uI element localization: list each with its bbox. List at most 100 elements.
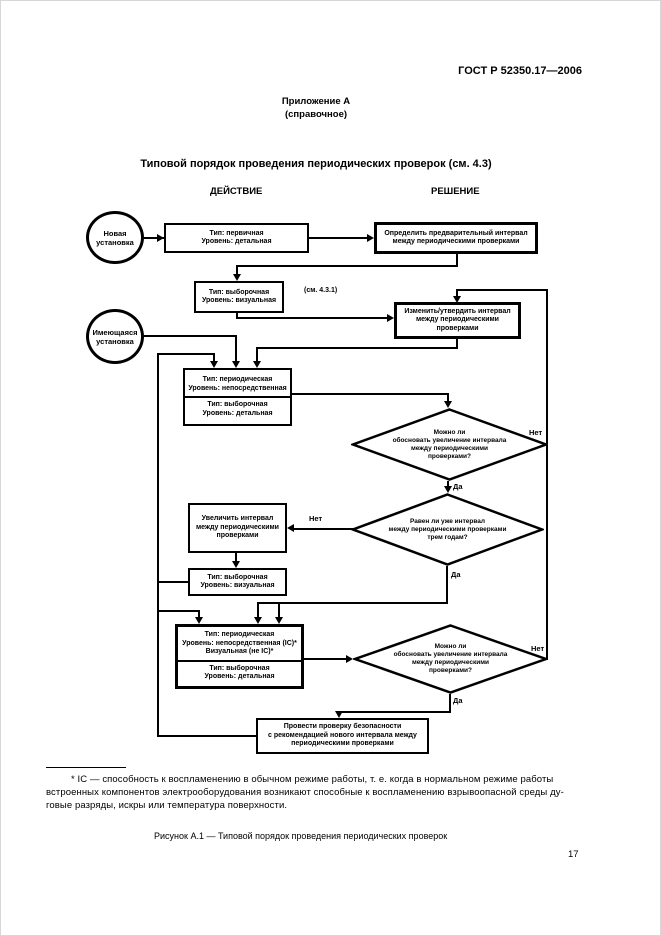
- connector-line: [257, 602, 448, 604]
- branch-label-no: Нет: [531, 644, 545, 653]
- start-node-existing-installation: Имеющаяся установка: [86, 309, 144, 364]
- box-sample-visual-2: Тип: выборочная Уровень: визуальная: [188, 568, 287, 596]
- box-line: с рекомендацией нового интервала между: [268, 731, 417, 739]
- branch-label-yes: Да: [453, 482, 463, 491]
- box-safety-check: Провести проверку безопасности с рекомен…: [256, 718, 429, 754]
- connector-line: [278, 602, 280, 618]
- box-line: Тип: периодическая: [204, 631, 275, 639]
- arrowhead: [275, 617, 283, 624]
- box-define-interval: Определить предварительный интервал межд…: [374, 222, 538, 254]
- figure-caption: Рисунок А.1 — Типовой порядок проведения…: [154, 831, 448, 841]
- footnote-line: встроенных компонентов электрооборудован…: [46, 787, 564, 798]
- diamond-line: Равен ли уже интервал: [409, 517, 486, 525]
- arrowhead: [453, 296, 461, 303]
- connector-line: [144, 335, 237, 337]
- box-line: Изменить/утвердить интервал: [404, 307, 511, 315]
- diamond-line: проверками?: [428, 667, 472, 674]
- connector-line: [157, 353, 215, 355]
- diamond-text: Можно ли обосновать увеличение интервала…: [353, 624, 548, 694]
- connector-line: [235, 335, 237, 362]
- box-line: Уровень: визуальная: [200, 582, 275, 589]
- connector-line: [256, 347, 258, 362]
- appendix-title: Приложение А: [281, 96, 351, 107]
- start-node-label: Новая: [103, 228, 127, 238]
- arrowhead: [287, 524, 294, 532]
- box-line: Провести проверку безопасности: [283, 723, 402, 731]
- connector-line: [446, 566, 448, 604]
- connector-line: [456, 339, 458, 349]
- diamond-line: проверками?: [427, 452, 471, 460]
- connector-line: [304, 658, 347, 660]
- column-header-action: ДЕЙСТВИЕ: [210, 186, 263, 197]
- box-line: между периодическими проверками: [392, 238, 520, 245]
- box-line: Уровень: непосредственная (IC)*: [182, 639, 297, 647]
- arrowhead: [367, 234, 374, 242]
- arrowhead: [387, 314, 394, 322]
- branch-label-yes: Да: [453, 696, 463, 705]
- box-section: Тип: выборочная Уровень: детальная: [185, 396, 290, 421]
- connector-line: [546, 289, 548, 660]
- page-number: 17: [568, 849, 579, 860]
- connector-line: [235, 553, 237, 562]
- arrowhead: [232, 361, 240, 368]
- connector-line: [236, 265, 458, 267]
- diamond-line: между периодическими: [410, 444, 489, 452]
- connector-line: [198, 610, 200, 619]
- box-increase-interval: Увеличить интервал между периодическими …: [188, 503, 287, 553]
- box-line: Тип: выборочная: [207, 573, 268, 581]
- arrowhead: [444, 486, 452, 493]
- box-line: Тип: выборочная: [209, 664, 270, 672]
- box-periodic-inspection-1: Тип: периодическая Уровень: непосредстве…: [183, 368, 292, 426]
- decision-justify-increase-2: Можно ли обосновать увеличение интервала…: [353, 624, 548, 694]
- decision-justify-increase-1: Можно ли обосновать увеличение интервала…: [351, 408, 548, 481]
- arrowhead: [233, 274, 241, 281]
- footnote: * IС — способность к воспламенению в обы…: [46, 773, 624, 812]
- arrowhead: [210, 361, 218, 368]
- box-section: Тип: выборочная Уровень: детальная: [178, 659, 301, 685]
- connector-line: [144, 237, 164, 239]
- connector-line: [157, 581, 189, 583]
- arrowhead: [195, 617, 203, 624]
- box-line: Тип: выборочная: [208, 288, 270, 296]
- connector-line: [157, 610, 200, 612]
- diamond-line: обосновать увеличение интервала: [393, 651, 508, 658]
- diamond-shape: [351, 493, 544, 566]
- connector-line: [338, 711, 451, 713]
- box-line: между периодическими: [416, 316, 499, 324]
- box-line: Уровень: непосредственная: [188, 384, 287, 392]
- arrowhead: [157, 234, 164, 242]
- box-initial-inspection: Тип: первичная Уровень: детальная: [164, 223, 309, 253]
- diamond-shape: [351, 408, 548, 481]
- standard-code: ГОСТ Р 52350.17—2006: [458, 65, 582, 77]
- box-line: Уровень: визуальная: [201, 297, 277, 304]
- box-line: проверками: [436, 324, 479, 332]
- arrowhead: [444, 401, 452, 408]
- connector-line: [236, 265, 238, 276]
- box-line: Тип: периодическая: [202, 376, 273, 383]
- arrowhead: [232, 561, 240, 568]
- footnote-line: говые разряды, искры или температура пов…: [46, 800, 288, 811]
- footnote-divider: [46, 767, 126, 768]
- connector-line: [157, 735, 257, 737]
- diamond-line: обосновать увеличение интервала: [392, 436, 507, 444]
- arrowhead: [335, 711, 343, 718]
- start-node-label: установка: [96, 336, 134, 346]
- box-line: Тип: выборочная: [207, 401, 268, 408]
- connector-line: [447, 393, 449, 402]
- box-line: Уровень: детальная: [202, 409, 273, 417]
- diamond-line: трем годам?: [427, 533, 468, 541]
- box-line: между периодическими: [196, 523, 279, 531]
- box-line: проверками: [216, 532, 259, 540]
- arrowhead: [253, 361, 261, 368]
- figure-title: Типовой порядок проведения периодических…: [140, 158, 492, 170]
- appendix-subtitle: (справочное): [284, 109, 348, 120]
- diamond-line: Можно ли: [434, 643, 467, 650]
- branch-label-no: Нет: [309, 514, 323, 523]
- arrowhead: [254, 617, 262, 624]
- arrowhead: [346, 655, 353, 663]
- start-node-new-installation: Новая установка: [86, 211, 144, 264]
- box-line: Уровень: детальная: [201, 238, 272, 245]
- connector-line: [456, 254, 458, 267]
- connector-line: [236, 317, 387, 319]
- start-node-label: Имеющаяся: [92, 327, 138, 337]
